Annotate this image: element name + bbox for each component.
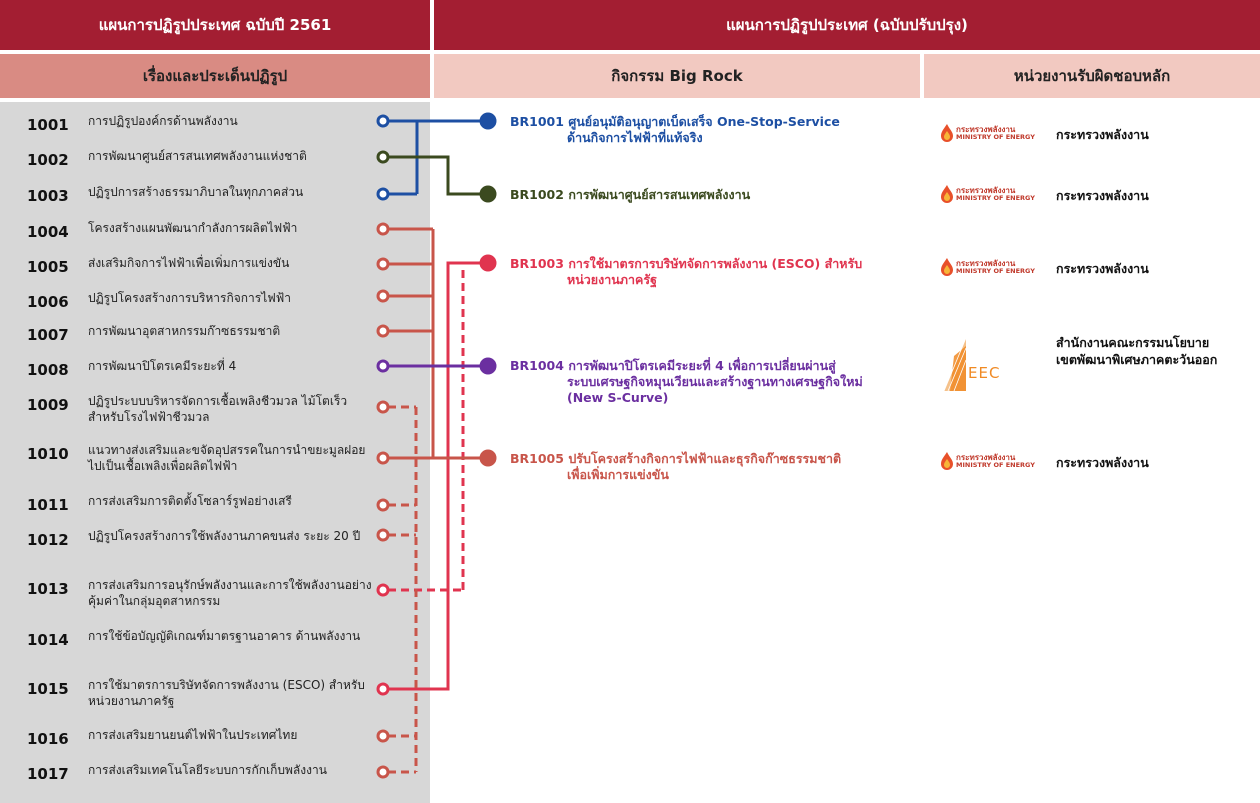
bigrock-text-cont: ระบบเศรษฐกิจหมุนเวียนและสร้างฐานทางเศรษฐ… xyxy=(567,374,863,389)
logo-text-th: กระทรวงพลังงาน xyxy=(956,125,1016,134)
ministry-of-energy-logo: กระทรวงพลังงาน MINISTRY OF ENERGY xyxy=(940,450,1050,474)
agency-name: สำนักงานคณะกรรมนโยบาย เขตพัฒนาพิเศษภาคตะ… xyxy=(1056,334,1256,368)
bigrock-text-cont: หน่วยงานภาครัฐ xyxy=(567,272,658,287)
ministry-of-energy-logo: กระทรวงพลังงาน MINISTRY OF ENERGY xyxy=(940,183,1050,207)
bigrock-item-br1002: BR1002 การพัฒนาศูนย์สารสนเทศพลังงาน xyxy=(510,187,910,203)
header-right-title: แผนการปฏิรูปประเทศ (ฉบับปรับปรุง) xyxy=(434,0,1260,50)
reform-code: 1014 xyxy=(27,631,69,649)
agency-name-line2: เขตพัฒนาพิเศษภาคตะวันออก xyxy=(1056,352,1218,367)
reform-label: ส่งเสริมกิจการไฟฟ้าเพื่อเพิ่มการแข่งขัน xyxy=(88,256,290,270)
bigrock-code: BR1003 xyxy=(510,256,564,271)
bigrock-text-cont: (New S-Curve) xyxy=(567,390,669,405)
reform-label: การปฏิรูปองค์กรด้านพลังงาน xyxy=(88,114,238,128)
bigrock-item-br1005: BR1005 ปรับโครงสร้างกิจการไฟฟ้าและธุรกิจ… xyxy=(510,451,910,483)
reform-code: 1011 xyxy=(27,496,69,514)
reform-label: ปฏิรูปโครงสร้างการบริหารกิจการไฟฟ้า xyxy=(88,291,291,305)
reform-label: ปฏิรูปการสร้างธรรมาภิบาลในทุกภาคส่วน xyxy=(88,185,304,199)
node-br1004 xyxy=(479,357,497,375)
column-header-agency: หน่วยงานรับผิดชอบหลัก xyxy=(924,54,1260,98)
reform-list-panel xyxy=(0,102,430,803)
reform-label: การส่งเสริมยานยนต์ไฟฟ้าในประเทศไทย xyxy=(88,728,298,742)
agency-name: กระทรวงพลังงาน xyxy=(1056,261,1149,276)
reform-label: การส่งเสริมการอนุรักษ์พลังงานและการใช้พล… xyxy=(88,578,372,608)
flame-icon xyxy=(941,452,953,470)
node-br1002 xyxy=(479,185,497,203)
reform-label: การพัฒนาปิโตรเคมีระยะที่ 4 xyxy=(88,359,237,373)
flame-icon xyxy=(941,185,953,203)
logo-text-th: กระทรวงพลังงาน xyxy=(956,186,1016,195)
bigrock-text-cont: ด้านกิจการไฟฟ้าที่แท้จริง xyxy=(567,130,703,145)
agency-name: กระทรวงพลังงาน xyxy=(1056,455,1149,470)
reform-label: โครงสร้างแผนพัฒนากำลังการผลิตไฟฟ้า xyxy=(88,221,298,235)
reform-label: การส่งเสริมการติดตั้งโซลาร์รูฟอย่างเสรี xyxy=(88,494,292,508)
bigrock-text: การพัฒนาศูนย์สารสนเทศพลังงาน xyxy=(568,187,751,202)
reform-label: การพัฒนาอุตสาหกรรมก๊าซธรรมชาติ xyxy=(88,324,281,338)
reform-code: 1013 xyxy=(27,580,69,598)
agency-name: กระทรวงพลังงาน xyxy=(1056,188,1149,203)
header-left-title: แผนการปฏิรูปประเทศ ฉบับปี 2561 xyxy=(0,0,430,50)
bigrock-code: BR1004 xyxy=(510,358,564,373)
bigrock-text: ศูนย์อนุมัติอนุญาตเบ็ดเสร็จ One-Stop-Ser… xyxy=(568,114,840,129)
reform-label: การใช้มาตรการบริษัทจัดการพลังงาน (ESCO) … xyxy=(88,678,365,708)
reform-code: 1010 xyxy=(27,445,69,463)
bigrock-code: BR1001 xyxy=(510,114,564,129)
logo-text-th: กระทรวงพลังงาน xyxy=(956,259,1016,268)
logo-text-en: MINISTRY OF ENERGY xyxy=(956,267,1035,275)
reform-code: 1016 xyxy=(27,730,69,748)
bigrock-text: การใช้มาตรการบริษัทจัดการพลังงาน (ESCO) … xyxy=(568,256,863,271)
column-header-reforms: เรื่องและประเด็นปฏิรูป xyxy=(0,54,430,98)
flame-icon xyxy=(941,124,953,142)
reform-label: การส่งเสริมเทคโนโลยีระบบการกักเก็บพลังงา… xyxy=(88,763,327,777)
reform-label: แนวทางส่งเสริมและขจัดอุปสรรคในการนำขยะมู… xyxy=(88,443,366,473)
eec-emblem-icon xyxy=(943,337,967,392)
eec-logo: EEC xyxy=(940,336,1020,396)
agency-name: กระทรวงพลังงาน xyxy=(1056,127,1149,142)
reform-label: การใช้ข้อบัญญัติเกณฑ์มาตรฐานอาคาร ด้านพล… xyxy=(88,629,361,643)
reform-code: 1005 xyxy=(27,258,69,276)
ministry-of-energy-logo: กระทรวงพลังงาน MINISTRY OF ENERGY xyxy=(940,122,1050,146)
reform-code: 1007 xyxy=(27,326,69,344)
logo-text-th: กระทรวงพลังงาน xyxy=(956,453,1016,462)
reform-code: 1012 xyxy=(27,531,69,549)
reform-code: 1002 xyxy=(27,151,69,169)
reform-code: 1008 xyxy=(27,361,69,379)
bigrock-text-cont: เพื่อเพิ่มการแข่งขัน xyxy=(567,467,669,482)
bigrock-text: การพัฒนาปิโตรเคมีระยะที่ 4 เพื่อการเปลี่… xyxy=(568,358,836,373)
reform-code: 1009 xyxy=(27,396,69,414)
bigrock-item-br1001: BR1001 ศูนย์อนุมัติอนุญาตเบ็ดเสร็จ One-S… xyxy=(510,114,910,146)
bigrock-text: ปรับโครงสร้างกิจการไฟฟ้าและธุรกิจก๊าซธรร… xyxy=(568,451,842,466)
reform-code: 1017 xyxy=(27,765,69,783)
ministry-of-energy-logo: กระทรวงพลังงาน MINISTRY OF ENERGY xyxy=(940,256,1050,280)
node-br1005 xyxy=(479,449,497,467)
node-br1003 xyxy=(479,254,497,272)
bigrock-item-br1004: BR1004 การพัฒนาปิโตรเคมีระยะที่ 4 เพื่อก… xyxy=(510,358,910,406)
logo-text-en: MINISTRY OF ENERGY xyxy=(956,133,1035,141)
reform-code: 1006 xyxy=(27,293,69,311)
reform-code: 1001 xyxy=(27,116,69,134)
reform-label: ปฏิรูปโครงสร้างการใช้พลังงานภาคขนส่ง ระย… xyxy=(88,529,361,543)
agency-name-line1: สำนักงานคณะกรรมนโยบาย xyxy=(1056,335,1210,350)
reform-code: 1004 xyxy=(27,223,69,241)
bigrock-code: BR1005 xyxy=(510,451,564,466)
logo-text-en: MINISTRY OF ENERGY xyxy=(956,194,1035,202)
eec-logo-text: EEC xyxy=(968,364,1001,382)
reform-label: ปฏิรูประบบบริหารจัดการเชื้อเพลิงชีวมวล ไ… xyxy=(88,394,348,424)
reform-code: 1015 xyxy=(27,680,69,698)
reform-code: 1003 xyxy=(27,187,69,205)
flame-icon xyxy=(941,258,953,276)
logo-text-en: MINISTRY OF ENERGY xyxy=(956,461,1035,469)
bigrock-code: BR1002 xyxy=(510,187,564,202)
reform-label: การพัฒนาศูนย์สารสนเทศพลังงานแห่งชาติ xyxy=(88,149,307,163)
node-br1001 xyxy=(479,112,497,130)
bigrock-item-br1003: BR1003 การใช้มาตรการบริษัทจัดการพลังงาน … xyxy=(510,256,910,288)
column-header-bigrock: กิจกรรม Big Rock xyxy=(434,54,920,98)
